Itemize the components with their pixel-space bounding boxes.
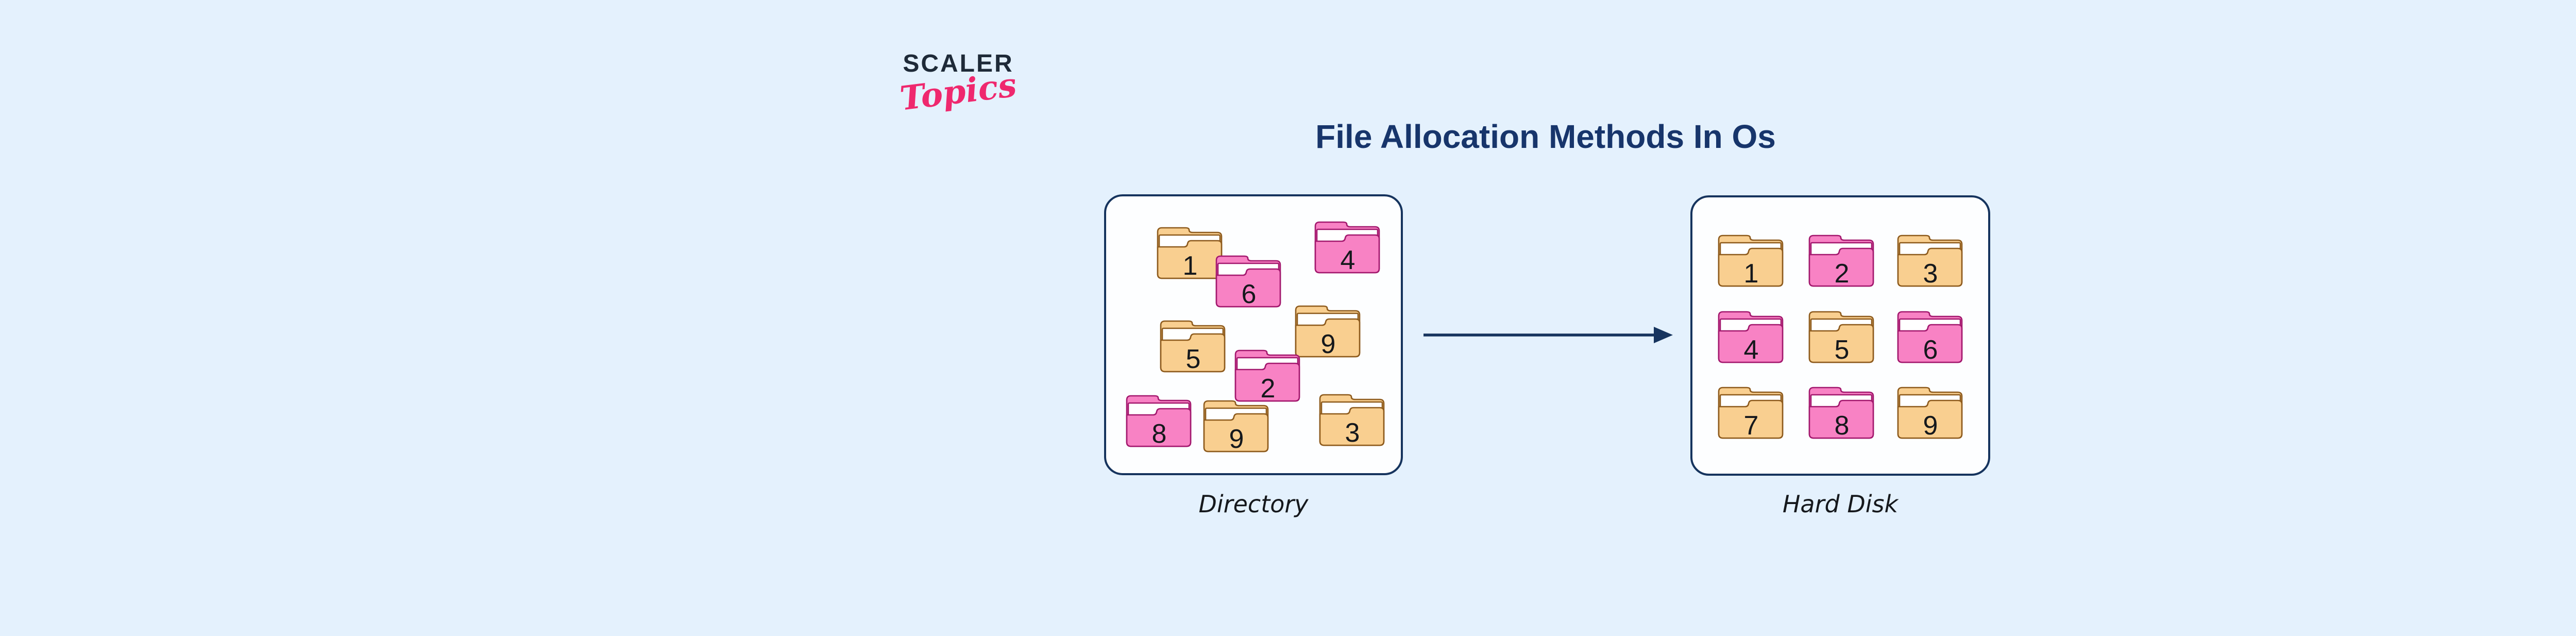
folder-icon-3: 3 bbox=[1897, 235, 1963, 289]
folder-icon-2: 2 bbox=[1808, 235, 1874, 289]
folder-icon-8: 8 bbox=[1808, 387, 1874, 441]
folder-number: 9 bbox=[1923, 411, 1938, 441]
folder-front-panel bbox=[1808, 247, 1874, 287]
folder-front-panel bbox=[1718, 247, 1784, 287]
folder-front-panel bbox=[1808, 324, 1874, 363]
folder-icon-1: 1 bbox=[1718, 235, 1784, 289]
folder-number: 3 bbox=[1923, 259, 1938, 289]
folder-icon-7: 7 bbox=[1718, 387, 1784, 441]
hard-disk-box: 1 2 3 4 5 6 7 8 9 bbox=[1690, 195, 1990, 476]
folder-front-panel bbox=[1203, 413, 1269, 453]
folder-icon-5: 5 bbox=[1808, 311, 1874, 365]
folder-front-panel bbox=[1157, 240, 1223, 279]
folder-icon-9: 9 bbox=[1203, 400, 1269, 454]
arrow-head bbox=[1654, 327, 1673, 343]
folder-icon-1: 1 bbox=[1157, 227, 1223, 281]
folder-number: 1 bbox=[1183, 251, 1198, 281]
hard-disk-folder-layer: 1 2 3 4 5 6 7 8 9 bbox=[1692, 197, 1988, 474]
folder-front-panel bbox=[1897, 247, 1963, 287]
folder-number: 4 bbox=[1341, 245, 1355, 275]
folder-front-panel bbox=[1897, 324, 1963, 363]
folder-number: 6 bbox=[1242, 279, 1257, 309]
folder-icon-3: 3 bbox=[1319, 394, 1385, 448]
directory-folder-layer: 1 4 9 5 6 2 8 9 3 bbox=[1106, 196, 1401, 473]
folder-number: 5 bbox=[1186, 344, 1201, 374]
hard-disk-label: Hard Disk bbox=[1782, 490, 1899, 518]
folder-front-panel bbox=[1718, 324, 1784, 363]
folder-front-panel bbox=[1234, 362, 1300, 402]
folder-number: 6 bbox=[1923, 335, 1938, 365]
folder-front-panel bbox=[1160, 333, 1226, 373]
folder-front-panel bbox=[1718, 399, 1784, 439]
folder-number: 7 bbox=[1744, 411, 1759, 441]
folder-number: 8 bbox=[1152, 419, 1167, 449]
folder-icon-4: 4 bbox=[1718, 311, 1784, 365]
folder-number: 4 bbox=[1744, 335, 1759, 365]
folder-front-panel bbox=[1808, 399, 1874, 439]
folder-icon-8: 8 bbox=[1126, 395, 1192, 449]
page-title: File Allocation Methods In Os bbox=[1315, 118, 1776, 155]
folder-front-panel bbox=[1897, 399, 1963, 439]
folder-number: 9 bbox=[1321, 329, 1336, 359]
folder-number: 3 bbox=[1345, 418, 1360, 448]
folder-front-panel bbox=[1126, 408, 1192, 447]
folder-number: 5 bbox=[1835, 335, 1850, 365]
folder-number: 1 bbox=[1744, 259, 1759, 289]
folder-number: 9 bbox=[1229, 424, 1244, 454]
folder-number: 2 bbox=[1835, 259, 1850, 289]
folder-number: 8 bbox=[1835, 411, 1850, 441]
logo-scaler-text: SCALER bbox=[903, 50, 1014, 77]
folder-icon-5: 5 bbox=[1160, 320, 1226, 374]
folder-icon-6: 6 bbox=[1897, 311, 1963, 365]
folder-icon-4: 4 bbox=[1314, 221, 1380, 275]
directory-box: 1 4 9 5 6 2 8 9 3 bbox=[1104, 194, 1403, 475]
folder-front-panel bbox=[1314, 234, 1380, 274]
folder-front-panel bbox=[1215, 268, 1281, 308]
folder-icon-6: 6 bbox=[1215, 255, 1281, 309]
folder-icon-9: 9 bbox=[1295, 305, 1361, 359]
directory-label: Directory bbox=[1198, 490, 1309, 518]
folder-number: 2 bbox=[1261, 374, 1276, 404]
folder-front-panel bbox=[1319, 407, 1385, 446]
folder-icon-9: 9 bbox=[1897, 387, 1963, 441]
scaler-topics-logo: SCALER Topics bbox=[896, 49, 1020, 119]
folder-icon-2: 2 bbox=[1234, 349, 1300, 404]
flow-arrow bbox=[1423, 327, 1673, 343]
